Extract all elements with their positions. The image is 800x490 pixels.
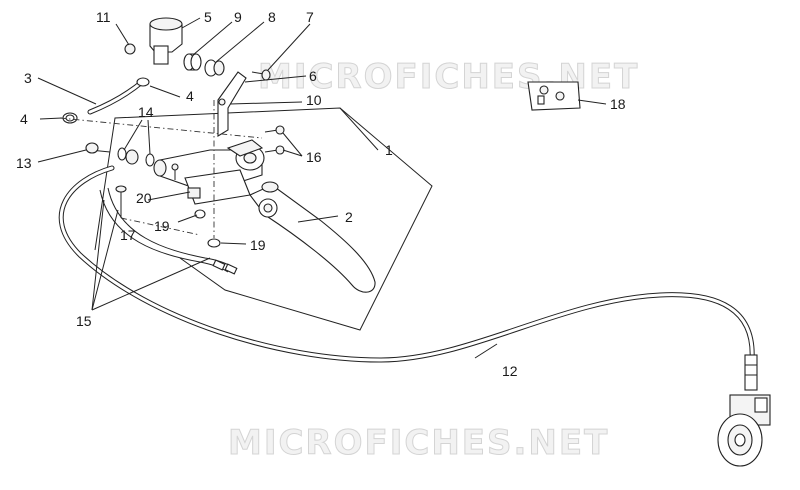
washer-14b	[145, 153, 155, 167]
callout-20: 20	[136, 190, 152, 206]
assembly-boundary	[94, 107, 433, 331]
hose-clip-lower	[62, 112, 78, 124]
callout-6: 6	[309, 68, 317, 84]
washer-19b	[207, 238, 221, 248]
callout-8: 8	[268, 9, 276, 25]
hose-clip-upper	[136, 77, 150, 87]
watermark-bottom: MICROFICHES.NET	[228, 423, 609, 463]
callout-7: 7	[306, 9, 314, 25]
callout-12: 12	[502, 363, 518, 379]
leader-lines	[37, 17, 607, 359]
washer-14a	[117, 147, 127, 161]
clutch-lever	[249, 181, 376, 293]
bush-8	[204, 59, 225, 77]
callout-15: 15	[76, 313, 92, 329]
grommet-11	[124, 43, 136, 55]
callout-18: 18	[610, 96, 626, 112]
callout-11: 11	[96, 9, 111, 25]
sleeve-9	[183, 53, 202, 71]
clutch-cable	[58, 165, 755, 363]
callout-14: 14	[138, 104, 154, 120]
fluid-reservoir	[149, 17, 183, 65]
callout-19a: 19	[154, 218, 170, 234]
seal-kit-18	[527, 81, 581, 111]
slave-cylinder	[717, 354, 771, 467]
switch-wire	[99, 187, 238, 275]
callout-16: 16	[306, 149, 322, 165]
screw-15	[115, 185, 127, 218]
washer-19a	[194, 209, 206, 219]
callout-19b: 19	[250, 237, 266, 253]
clamp-screws-16	[264, 125, 285, 155]
axis-line-a	[59, 117, 263, 139]
part-20	[171, 163, 179, 180]
callout-2: 2	[345, 209, 353, 225]
switch-17	[187, 187, 201, 199]
callout-1: 1	[385, 142, 393, 158]
callout-17: 17	[120, 227, 136, 243]
banjo-bolt-13	[85, 142, 111, 154]
part-numbers: 1 2 3 4 4 5 6 7 8 9 10 11 12 13 14 15 16…	[16, 9, 626, 379]
reservoir-bracket	[217, 71, 247, 137]
callout-13: 13	[16, 155, 32, 171]
callout-3: 3	[24, 70, 32, 86]
reservoir-hose	[87, 79, 145, 115]
callout-9: 9	[234, 9, 242, 25]
watermark-top: MICROFICHES.NET	[258, 57, 639, 97]
banjo-fitting	[125, 149, 139, 165]
callout-4a: 4	[186, 88, 194, 104]
master-cylinder-body	[153, 139, 265, 205]
callout-4b: 4	[20, 111, 28, 127]
callout-5: 5	[204, 9, 212, 25]
callout-10: 10	[306, 92, 322, 108]
